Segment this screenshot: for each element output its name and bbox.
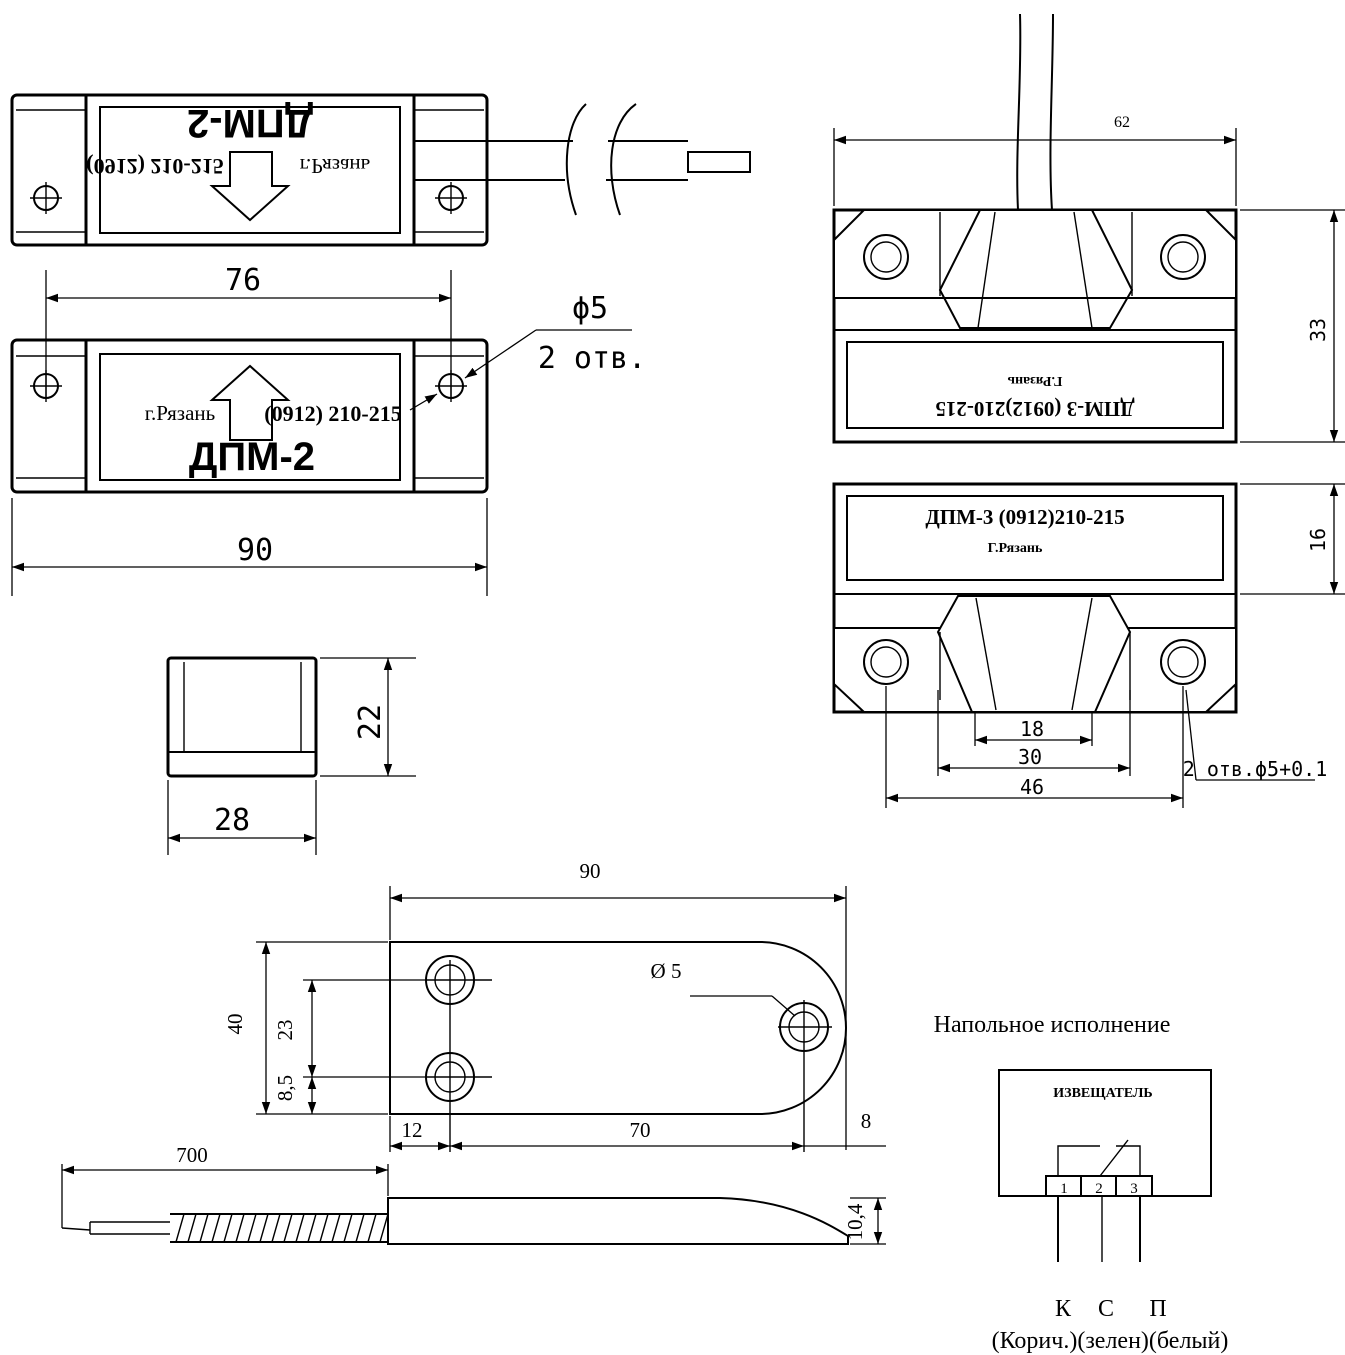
dpm2-top-view: ДПМ-2 г.Рязань (0912) 210-215 [10, 93, 751, 247]
dim-33: 33 [1306, 318, 1330, 342]
dim-90: 90 [237, 533, 273, 568]
dpm2-city: г.Рязань [145, 401, 215, 425]
schematic-pin-2: 2 [1095, 1181, 1103, 1197]
dpm2-top-phone: (0912) 210-215 [86, 154, 223, 179]
dim-phi5: ϕ5 [572, 291, 608, 326]
floor-dim-8: 8 [861, 1109, 872, 1133]
dpm3-bottom-view: ДПМ-3 (0912)210-215 Г.Рязань 16 18 30 46 [832, 482, 1345, 808]
dpm3-top-label-2: Г.Рязань [1007, 373, 1062, 388]
dpm2-bottom-view: г.Рязань (0912) 210-215 ДПМ-2 76 ϕ5 2 от… [10, 263, 646, 596]
dim-18: 18 [1020, 717, 1044, 741]
dpm3-label-1: ДПМ-3 (0912)210-215 [925, 505, 1124, 529]
dpm2-top-city: г.Рязань [300, 154, 370, 178]
schematic-caption: Напольное исполнение [934, 1012, 1171, 1038]
floor-dim-90: 90 [580, 859, 601, 883]
dim-30: 30 [1018, 745, 1042, 769]
floor-dim-70: 70 [630, 1118, 651, 1142]
dim-holes-note: 2 отв.ϕ5+0.1 [1183, 757, 1328, 781]
dim-16: 16 [1306, 528, 1330, 552]
dpm3-label-2: Г.Рязань [988, 541, 1043, 556]
dpm2-end-view: 22 28 [166, 656, 416, 855]
floor-dim-10-4: 10,4 [843, 1203, 867, 1240]
schematic-wire-colors: (Корич.)(зелен)(белый) [992, 1328, 1229, 1354]
schematic-wire-k: К [1055, 1296, 1072, 1322]
dpm2-top-model: ДПМ-2 [187, 101, 313, 145]
floor-side-view: 700 10,4 [61, 1143, 886, 1245]
dpm3-top-view: ДПМ-3 (0912)210-215 Г.Рязань 62 33 [832, 13, 1345, 444]
floor-dim-700: 700 [176, 1143, 208, 1167]
dim-22: 22 [353, 704, 388, 740]
floor-dim-hole: Ø 5 [651, 959, 682, 983]
schematic-wire-p: П [1149, 1296, 1166, 1322]
floor-dim-23: 23 [273, 1020, 297, 1041]
schematic-pin-3: 3 [1130, 1181, 1138, 1197]
dim-28: 28 [214, 803, 250, 838]
schematic-pin-1: 1 [1060, 1181, 1068, 1197]
schematic-wire-s: С [1098, 1296, 1114, 1322]
dim-76: 76 [225, 263, 261, 298]
schematic-box-title: ИЗВЕЩАТЕЛЬ [1053, 1086, 1152, 1101]
floor-dim-40: 40 [223, 1014, 247, 1035]
dpm3-top-label-1: ДПМ-3 (0912)210-215 [935, 397, 1134, 421]
dim-2-holes: 2 отв. [538, 341, 646, 376]
wiring-schematic: Напольное исполнение ИЗВЕЩАТЕЛЬ 1 2 3 К … [934, 1012, 1229, 1354]
dpm2-phone: (0912) 210-215 [264, 401, 401, 426]
floor-top-view: 90 40 23 8,5 12 70 8 Ø 5 [223, 859, 886, 1152]
floor-dim-8-5: 8,5 [273, 1075, 297, 1101]
dim-46: 46 [1020, 775, 1044, 799]
dim-62: 62 [1114, 114, 1130, 131]
dpm2-model: ДПМ-2 [189, 435, 315, 479]
floor-dim-12: 12 [402, 1118, 423, 1142]
